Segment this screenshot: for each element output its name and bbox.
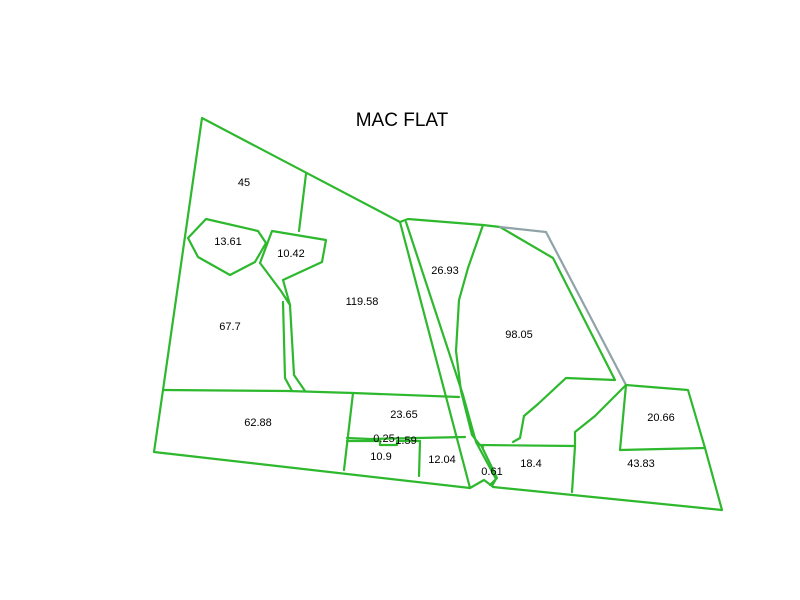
parcel-0-61-outline[interactable] <box>480 445 499 487</box>
parcel-label-p43-83: 43.83 <box>627 458 655 470</box>
parcel-divider <box>570 444 577 494</box>
parcel-label-p98-05: 98.05 <box>505 329 533 341</box>
right-block-outline[interactable] <box>454 223 485 449</box>
parcel-10-42-outline[interactable] <box>258 229 328 307</box>
parcel-label-p13-61: 13.61 <box>214 236 242 248</box>
parcel-label-p0-61: 0.61 <box>481 466 502 478</box>
parcel-label-p0-25: 0.25 <box>373 433 394 445</box>
parcel-label-p26-93: 26.93 <box>431 265 459 277</box>
parcel-98-05-outline[interactable] <box>498 225 617 444</box>
parcel-13-61-outline[interactable] <box>186 217 268 277</box>
parcel-divider <box>297 172 308 233</box>
parcel-label-p1-59: 1.59 <box>395 435 416 447</box>
parcel-divider <box>345 435 467 441</box>
parcel-divider <box>342 391 355 472</box>
parcel-divider <box>161 388 461 399</box>
parcel-label-p20-66: 20.66 <box>647 412 675 424</box>
gray-boundary <box>498 225 628 387</box>
road-strip-outline[interactable] <box>398 217 502 490</box>
parcel-label-p10-9: 10.9 <box>370 451 391 463</box>
parcel-divider <box>345 439 422 478</box>
parcel-lane <box>281 300 307 393</box>
parcel-label-p119-58: 119.58 <box>346 296 379 308</box>
parcel-label-p18-4: 18.4 <box>520 458 541 470</box>
parcel-label-p10-42: 10.42 <box>277 248 305 260</box>
parcel-20-66-outline[interactable] <box>618 383 707 452</box>
parcel-label-p45: 45 <box>238 177 250 189</box>
parcel-label-p62-88: 62.88 <box>244 417 272 429</box>
left-block-outline[interactable] <box>152 116 472 490</box>
parcel-label-p12-04: 12.04 <box>428 454 456 466</box>
parcel-label-p67-7: 67.7 <box>219 321 240 333</box>
map-title: MAC FLAT <box>355 110 449 131</box>
parcel-label-p23-65: 23.65 <box>390 409 418 421</box>
